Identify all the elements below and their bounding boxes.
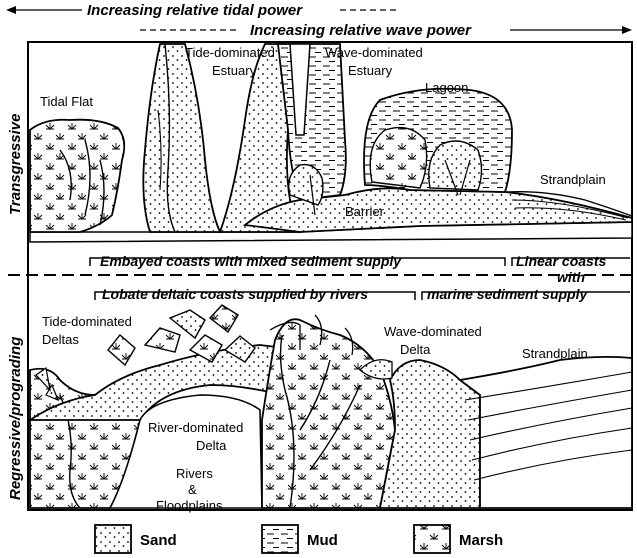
banner-brackets	[89, 257, 630, 300]
barrier-label: Barrier	[345, 204, 385, 219]
header-arrows	[6, 6, 632, 34]
tide-estuary-label-1: Tide-dominated	[185, 45, 275, 60]
transgressive-panel	[29, 43, 633, 243]
legend-sand-swatch	[94, 524, 132, 554]
legend-mud-label: Mud	[307, 532, 338, 549]
strandplain-top-label: Strandplain	[540, 172, 606, 187]
rivers-label-1: Rivers	[176, 466, 213, 481]
linear-banner: Linear coasts	[516, 253, 606, 269]
tide-estuary-label-2: Estuary	[212, 63, 257, 78]
lobate-banner: Lobate deltaic coasts supplied by rivers	[102, 286, 368, 302]
regressive-label: Regressive/prograding	[7, 337, 24, 500]
legend: Sand Mud Marsh	[94, 524, 503, 554]
legend-marsh-swatch	[413, 524, 451, 554]
legend-sand-label: Sand	[140, 532, 177, 549]
tidal-flat-label: Tidal Flat	[40, 94, 93, 109]
wave-estuary-label-1: Wave-dominated	[325, 45, 423, 60]
river-delta-label-2: Delta	[196, 438, 227, 453]
regressive-panel	[27, 304, 633, 509]
rivers-label-3: Floodplains	[156, 498, 223, 513]
rivers-label-2: &	[188, 482, 197, 497]
tide-deltas-label-1: Tide-dominated	[42, 314, 132, 329]
river-delta-label-1: River-dominated	[148, 420, 243, 435]
strandplain-bottom-label: Strandplain	[522, 346, 588, 361]
legend-mud-swatch	[261, 524, 299, 554]
embayed-banner: Embayed coasts with mixed sediment suppl…	[100, 253, 402, 269]
wave-power-label: Increasing relative wave power	[250, 22, 472, 39]
with-banner: with	[557, 269, 585, 285]
legend-marsh-label: Marsh	[459, 532, 503, 549]
lagoon-label: Lagoon	[425, 80, 468, 95]
transgressive-label: Transgressive	[7, 114, 24, 215]
wave-delta-label-2: Delta	[400, 342, 431, 357]
tide-deltas-label-2: Deltas	[42, 332, 79, 347]
tidal-power-label: Increasing relative tidal power	[87, 2, 303, 19]
wave-delta-label-1: Wave-dominated	[384, 324, 482, 339]
wave-estuary-label-2: Estuary	[348, 63, 393, 78]
marine-banner: marine sediment supply	[427, 286, 588, 302]
